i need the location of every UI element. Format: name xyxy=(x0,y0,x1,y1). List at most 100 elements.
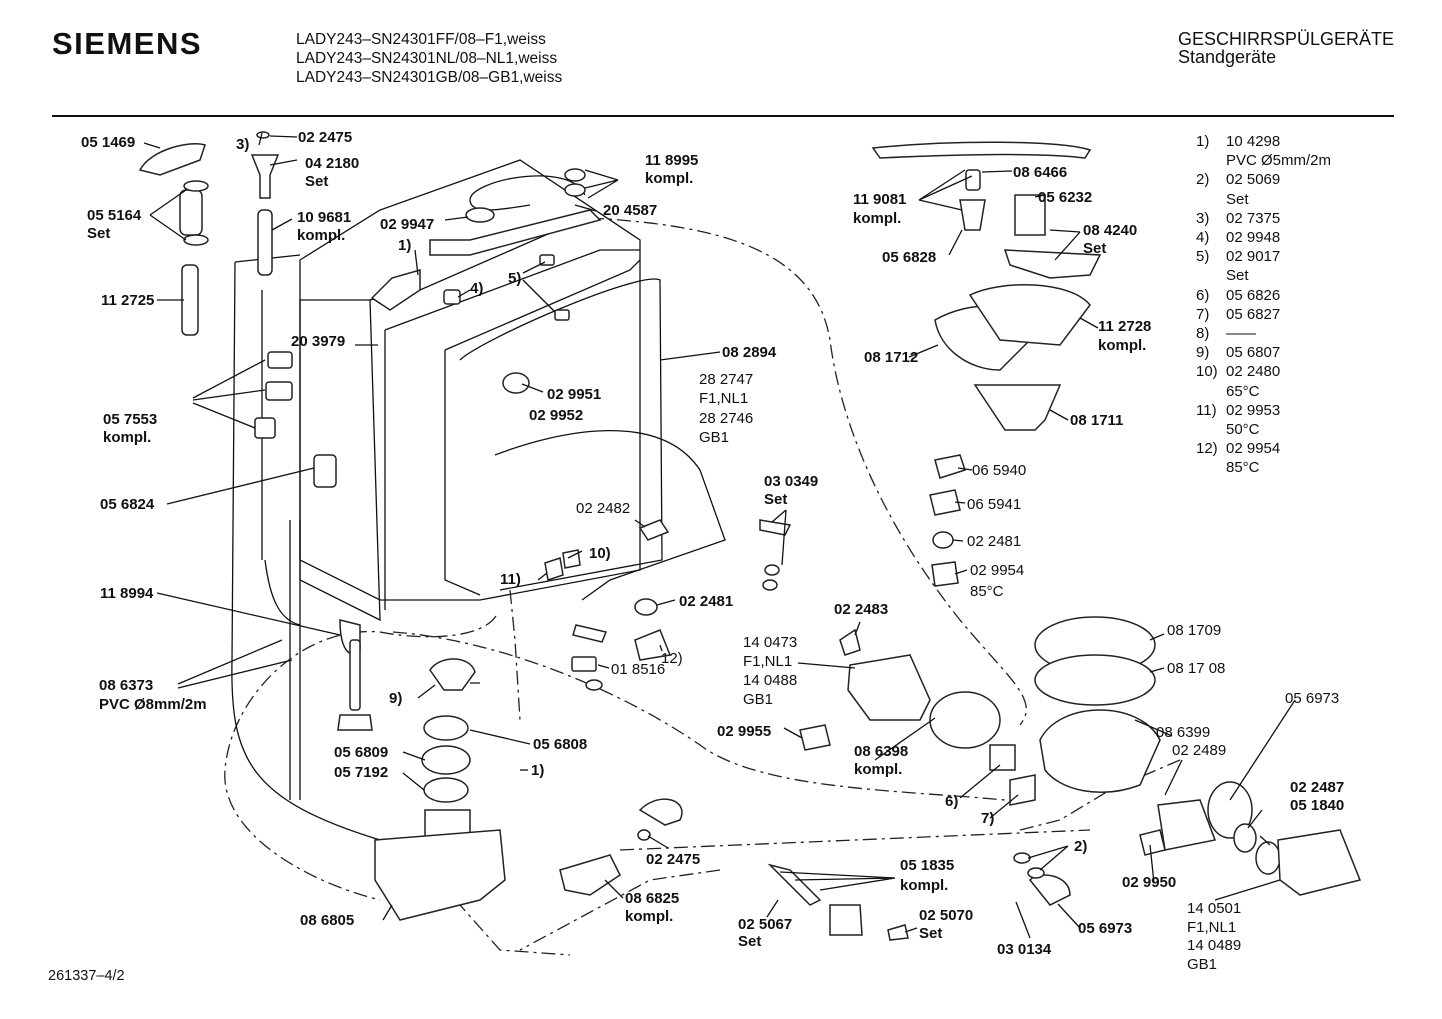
part-label: 08 6805 xyxy=(300,912,354,929)
part-label: 10 9681 xyxy=(297,209,351,226)
part-label: 08 4240 xyxy=(1083,222,1137,239)
part-label: 1) xyxy=(531,762,544,779)
part-label: 11 9081 xyxy=(853,191,906,208)
document-id: 261337–4/2 xyxy=(48,968,125,984)
part-label: 02 9951 xyxy=(547,386,601,403)
part-label: 05 7553 xyxy=(103,411,157,428)
part-label: kompl. xyxy=(625,908,673,925)
part-label: 03 0134 xyxy=(997,941,1052,958)
part-label: 28 2746 xyxy=(699,410,753,427)
part-label: 02 9954 xyxy=(970,562,1024,579)
part-label: 08 1712 xyxy=(864,349,918,366)
legend-item: 7)05 6827 xyxy=(1196,305,1281,323)
legend-item: 8)—— xyxy=(1196,325,1256,343)
part-label: 2) xyxy=(1074,838,1087,855)
part-label: 05 1469 xyxy=(81,134,135,151)
part-label: kompl. xyxy=(854,761,902,778)
part-label: 02 9952 xyxy=(529,407,583,424)
leader-lines xyxy=(143,132,1296,939)
part-label: 08 6399 xyxy=(1156,724,1210,741)
part-label: 05 6809 xyxy=(334,744,388,761)
part-label: 04 2180 xyxy=(305,155,359,172)
part-label: 01 8516 xyxy=(611,661,665,678)
model-list: LADY243–SN24301FF/08–F1,weiss LADY243–SN… xyxy=(296,30,562,87)
part-label: 02 2475 xyxy=(646,851,700,868)
part-label: 11 8994 xyxy=(100,585,154,602)
part-label: Set xyxy=(738,933,761,950)
part-label: 20 4587 xyxy=(603,202,657,219)
part-label: GB1 xyxy=(743,691,773,708)
part-label: 08 1709 xyxy=(1167,622,1221,639)
brand-logo: SIEMENS xyxy=(52,26,203,61)
part-label: 1) xyxy=(398,237,411,254)
part-label: 05 6973 xyxy=(1078,920,1132,937)
part-label: 02 2475 xyxy=(298,129,352,146)
part-label: 02 5070 xyxy=(919,907,973,924)
part-label: 05 1840 xyxy=(1290,797,1344,814)
part-label: 10) xyxy=(589,545,611,562)
part-label: 08 1711 xyxy=(1070,412,1123,429)
part-label: 11 2728 xyxy=(1098,318,1151,335)
legend-item: 3)02 7375 xyxy=(1196,209,1281,227)
part-label: 3) xyxy=(236,136,249,153)
header-divider xyxy=(52,115,1394,117)
legend-item: 6)05 6826 xyxy=(1196,286,1281,304)
part-label: 14 0501 xyxy=(1187,900,1241,917)
part-label: kompl. xyxy=(1098,337,1146,354)
part-label: 08 2894 xyxy=(722,344,777,361)
part-label: 6) xyxy=(945,793,958,810)
part-label: 7) xyxy=(981,810,994,827)
part-label: 08 6466 xyxy=(1013,164,1067,181)
part-label: 20 3979 xyxy=(291,333,345,350)
part-label: 11) xyxy=(500,571,521,588)
part-label: kompl. xyxy=(297,227,345,244)
part-label: 02 2481 xyxy=(967,533,1021,550)
part-label: 08 6398 xyxy=(854,743,908,760)
part-label: GB1 xyxy=(699,429,729,446)
model-line: LADY243–SN24301FF/08–F1,weiss xyxy=(296,31,546,48)
part-label: Set xyxy=(87,225,110,242)
part-label: 28 2747 xyxy=(699,371,753,388)
category-subtitle: Standgeräte xyxy=(1178,47,1277,67)
part-label: 02 2487 xyxy=(1290,779,1344,796)
part-label: 4) xyxy=(470,280,483,297)
part-label: 08 17 08 xyxy=(1167,660,1225,677)
part-label: 02 2483 xyxy=(834,601,888,618)
part-label: Set xyxy=(764,491,787,508)
part-label: PVC Ø8mm/2m xyxy=(99,696,207,713)
part-label: GB1 xyxy=(1187,956,1217,973)
model-line: LADY243–SN24301GB/08–GB1,weiss xyxy=(296,69,563,86)
part-label: 08 6825 xyxy=(625,890,679,907)
part-label: 02 2482 xyxy=(576,500,630,517)
part-label: kompl. xyxy=(645,170,693,187)
category-title: GESCHIRRSPÜLGERÄTE xyxy=(1178,29,1395,49)
part-label: 85°C xyxy=(970,583,1004,600)
part-label: 05 5164 xyxy=(87,207,142,224)
model-line: LADY243–SN24301NL/08–NL1,weiss xyxy=(296,50,558,67)
part-label: F1,NL1 xyxy=(743,653,792,670)
part-label: 02 9947 xyxy=(380,216,434,233)
part-label: 05 6824 xyxy=(100,496,155,513)
part-label: 06 5941 xyxy=(967,496,1021,513)
parts xyxy=(138,131,1362,941)
part-label: kompl. xyxy=(853,210,901,227)
category-heading: GESCHIRRSPÜLGERÄTE Standgeräte xyxy=(1178,30,1394,66)
part-label: 11 2725 xyxy=(101,292,154,309)
hose-outline xyxy=(224,217,1181,956)
part-label: 5) xyxy=(508,270,521,287)
part-label: 03 0349 xyxy=(764,473,818,490)
part-labels: 05 1469 3) 02 2475 04 2180 Set 05 5164 S… xyxy=(81,129,1344,973)
legend-item: 4)02 9948 xyxy=(1196,229,1281,247)
part-label: kompl. xyxy=(103,429,151,446)
part-label: 02 9950 xyxy=(1122,874,1176,891)
part-label: kompl. xyxy=(900,877,948,894)
part-label: 08 6373 xyxy=(99,677,153,694)
part-label: Set xyxy=(1083,240,1106,257)
